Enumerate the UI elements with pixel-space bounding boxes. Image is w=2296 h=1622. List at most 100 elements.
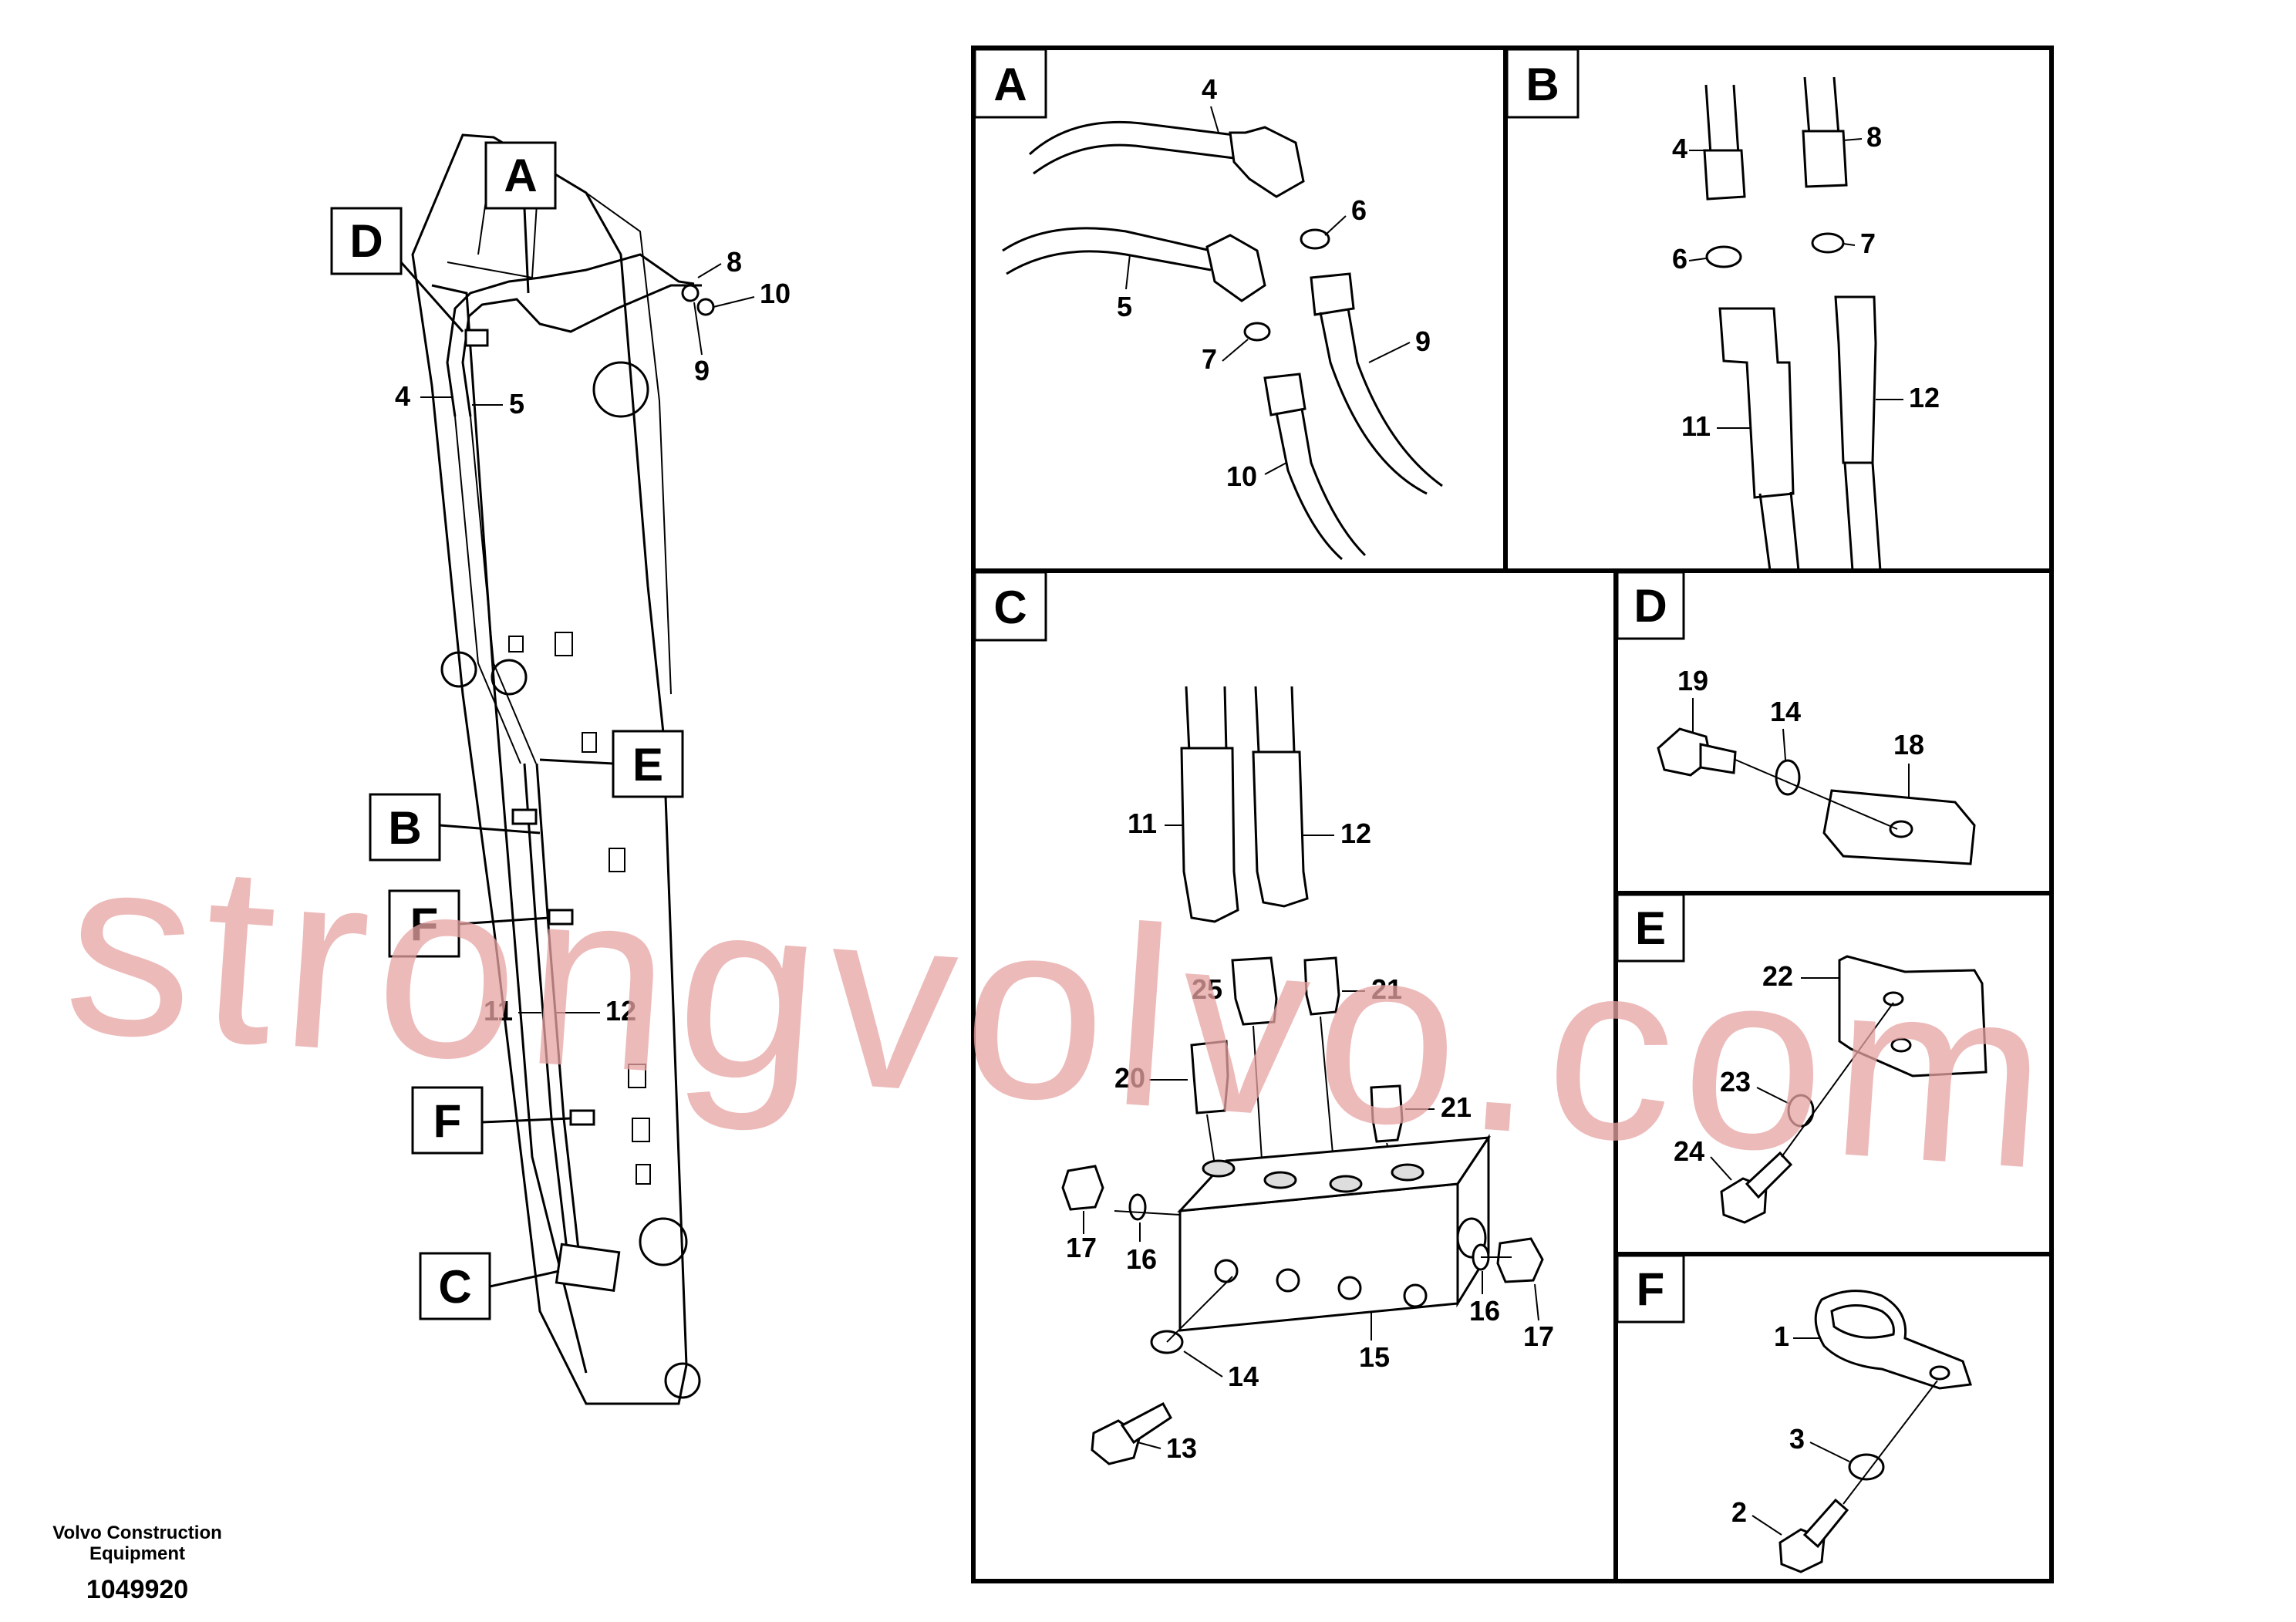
assembly-line-f	[1843, 1380, 1938, 1505]
washer-23	[1787, 1094, 1815, 1128]
leader-a	[523, 207, 530, 294]
callout-b-12: 12	[1909, 382, 1940, 413]
label-f-lower[interactable]: F	[411, 1086, 484, 1155]
panel-a: A 4 6 5 7 9 10	[973, 48, 1443, 561]
publisher-line-1: Volvo Construction	[52, 1523, 222, 1543]
callout-a-6: 6	[1351, 194, 1367, 226]
hose-5-a	[1002, 227, 1212, 252]
svg-text:D: D	[349, 215, 383, 267]
callout-b-8: 8	[1866, 121, 1882, 153]
label-a[interactable]: A	[484, 141, 557, 210]
label-b[interactable]: B	[369, 793, 441, 862]
callout-c-14: 14	[1228, 1361, 1259, 1392]
label-d[interactable]: D	[330, 207, 403, 275]
adapter-21-lower	[1370, 1084, 1404, 1143]
callout-11: 11	[484, 995, 513, 1027]
o-ring-7-b	[1811, 232, 1845, 254]
callout-5: 5	[509, 388, 524, 420]
callout-e-23: 23	[1720, 1066, 1751, 1098]
o-ring-6-b	[1705, 245, 1742, 268]
label-e[interactable]: E	[612, 730, 684, 798]
fitting-4-b	[1703, 149, 1746, 201]
svg-text:F: F	[410, 899, 439, 950]
hose-4-b-top	[1704, 84, 1740, 155]
adapter-25	[1231, 956, 1278, 1026]
washer-3	[1848, 1453, 1885, 1481]
o-ring-16-left	[1128, 1193, 1147, 1221]
svg-text:E: E	[632, 739, 663, 791]
assembly-line-d	[1735, 759, 1898, 830]
elbow-5	[1205, 234, 1266, 302]
callout-10: 10	[760, 278, 791, 309]
clamp-f-small-2	[569, 1109, 595, 1126]
plate-22	[1838, 955, 1988, 1077]
hose-12-b	[1843, 462, 1882, 572]
leader-b	[439, 824, 541, 835]
callout-12: 12	[605, 995, 636, 1027]
leader-f-upper	[458, 916, 550, 926]
callout-b-7: 7	[1860, 228, 1876, 259]
washer-14-d	[1775, 759, 1801, 796]
panel-c: C	[973, 571, 1554, 1465]
elbow-4	[1229, 126, 1305, 198]
callout-c-12: 12	[1340, 818, 1371, 849]
callout-e-22: 22	[1762, 960, 1793, 992]
callout-c-21-upper: 21	[1371, 973, 1402, 1005]
callout-f-1: 1	[1774, 1320, 1789, 1352]
callout-c-16-left: 16	[1126, 1243, 1157, 1275]
assembly-lines-c	[1206, 1016, 1398, 1189]
plug-17-left	[1061, 1165, 1104, 1211]
publisher-line-2: Equipment	[89, 1543, 185, 1564]
hose-12-c-end	[1252, 750, 1309, 908]
hose-5-a-b	[1006, 250, 1212, 275]
hose-10-a	[1263, 373, 1367, 561]
panel-f-label: F	[1616, 1254, 1685, 1324]
label-c[interactable]: C	[419, 1252, 491, 1320]
o-ring-6	[1300, 228, 1330, 250]
hose-4	[446, 253, 695, 417]
coupler-small-9	[681, 284, 700, 302]
callout-d-19: 19	[1677, 665, 1708, 696]
callout-c-21-lower: 21	[1441, 1091, 1472, 1123]
hose-11-c-end	[1180, 747, 1239, 923]
arm-bracket-4	[609, 848, 625, 872]
hose-8-b-top	[1803, 76, 1840, 136]
arm-pin-lower	[639, 1217, 688, 1266]
leader-f-lower	[481, 1117, 571, 1124]
arm-bracket-7	[636, 1164, 651, 1185]
callout-c-17-left: 17	[1066, 1232, 1097, 1263]
watermark: strongvolvo.com	[58, 800, 2065, 1224]
label-f-upper[interactable]: F	[388, 889, 460, 958]
panel-c-label: C	[973, 571, 1047, 642]
svg-text:B: B	[388, 802, 421, 854]
hose-11-b-end	[1718, 307, 1795, 499]
leader-c	[489, 1270, 560, 1288]
svg-text:A: A	[504, 150, 537, 201]
callout-c-13: 13	[1166, 1432, 1197, 1464]
assembly-line-e	[1781, 1002, 1894, 1158]
arm-overview: A D E B F F C	[330, 133, 791, 1405]
arm-body	[411, 133, 688, 1405]
svg-text:C: C	[993, 582, 1027, 633]
arm-pin-upper	[592, 361, 649, 418]
callout-9: 9	[694, 355, 710, 386]
panel-d: D 19 14 18	[1616, 571, 1976, 865]
adapter-21-upper	[1303, 956, 1340, 1016]
panel-b-label: B	[1505, 48, 1580, 119]
svg-text:C: C	[438, 1261, 471, 1313]
coupler-small-10	[696, 298, 715, 316]
hose-4-a	[1028, 120, 1235, 156]
callout-8: 8	[727, 246, 742, 278]
panel-e: E 22 23 24	[1616, 893, 1988, 1224]
callout-c-17-right: 17	[1523, 1320, 1554, 1352]
panel-d-label: D	[1616, 571, 1685, 640]
callout-d-18: 18	[1893, 729, 1924, 760]
svg-text:B: B	[1526, 59, 1559, 110]
svg-text:F: F	[433, 1095, 462, 1147]
panel-f: F 1 3 2	[1616, 1254, 1973, 1573]
bolt-19	[1657, 727, 1737, 777]
svg-text:F: F	[1637, 1263, 1665, 1315]
arm-bracket-3	[582, 732, 597, 753]
callout-a-9: 9	[1415, 325, 1431, 357]
callout-c-25: 25	[1192, 973, 1222, 1005]
